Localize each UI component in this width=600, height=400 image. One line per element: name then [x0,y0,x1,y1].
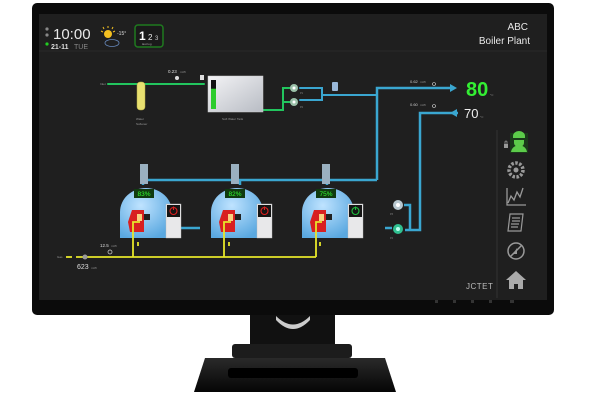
makeup-pump-2[interactable] [290,98,298,106]
return-flow-unit: m³/h [420,103,426,107]
operator-icon [511,131,527,152]
log-digit: 3 [155,36,159,42]
sidebar-item-operator[interactable] [510,131,528,153]
return-arrow-icon [450,109,457,117]
softener-label: Water [136,117,144,121]
softener-label: Softener [136,122,147,126]
home-icon [506,271,526,289]
boiler-load: 75% [319,191,332,198]
flow-meter-icon [175,76,179,80]
date-weekday: TUE [74,44,88,51]
lock-icon [504,140,508,148]
sidebar-item-settings[interactable] [507,161,525,179]
chimney [322,164,330,184]
chart-icon [506,187,526,206]
supply-unit: °C [490,93,494,97]
tank-level-bar [211,88,216,109]
soft-water-tank [207,75,264,113]
log-digit: 1 [139,29,146,43]
outdoor-temperature: -15° [117,31,126,37]
plant-name: ABC [507,22,528,33]
supply-flow-unit: m³/h [420,80,426,84]
gas-flow-unit: m³/h [111,244,117,248]
water-flow-value: 0.23 [168,69,177,74]
circulation-pump-2[interactable] [393,224,403,234]
makeup-pump-1[interactable] [290,84,298,92]
circulation-pump-1[interactable] [393,200,403,210]
gas-label: Gas [57,255,63,259]
bezel-buttons[interactable] [435,300,514,303]
gear-icon [507,161,525,179]
sidebar-item-trends[interactable] [506,187,526,206]
gas-total: 623 [77,264,89,271]
sidebar-item-alarms[interactable] [507,242,525,260]
log-digit: 2 [148,33,153,42]
inlet-label: Inlet [100,82,106,86]
pump-label: P4 [390,237,394,240]
gas-meter-icon [82,254,88,260]
water-softener [136,81,146,111]
boiler-load: 83% [137,191,150,198]
supply-arrow-icon [450,84,457,92]
pump-label: P3 [390,213,394,216]
power-button[interactable] [258,205,271,217]
chimney [231,164,239,184]
expansion-vessel [332,82,338,91]
pump-label: P1 [300,92,304,95]
partly-sunny-icon [100,26,120,47]
status-dots [45,27,49,46]
gas-total-unit: m³/h [91,266,97,270]
supply-flow: 0.62 [410,79,419,84]
supply-meter-icon [432,82,436,86]
gas-flow-meter-icon [107,249,113,255]
alarm-off-icon [507,242,525,260]
log-label: last log [142,42,152,46]
boiler-load: 82% [228,191,241,198]
valve-icon[interactable] [200,75,204,80]
boiler-load-display [316,189,336,198]
hot-water-pipes [141,86,458,232]
return-temperature: 70 [464,106,478,121]
boiler-load-display [134,189,154,198]
power-button[interactable] [349,205,362,217]
plant-title: Boiler Plant [479,36,530,47]
soft-water-pipes [107,83,378,111]
sidebar-item-reports[interactable] [507,213,524,232]
power-button[interactable] [167,205,180,217]
boiler-load-display [225,189,245,198]
pump-label: P2 [300,106,304,109]
clock-time: 10:00 [53,26,91,43]
supply-temperature: 80 [466,79,488,101]
screen [39,14,547,300]
gas-flow: 12.5 [100,243,109,248]
return-unit: °C [480,115,484,119]
tank-label: Soft Water Tank [222,117,244,121]
return-meter-icon [432,104,436,108]
sidebar-item-home[interactable] [506,271,526,289]
brand-logo: JCTET [466,282,493,291]
monitor-stand [194,310,396,392]
report-icon [507,213,524,232]
return-flow: 0.60 [410,102,419,107]
water-flow-unit: m³/h [180,70,186,74]
boiler-3[interactable]: 75% [302,164,364,239]
chimney [140,164,148,184]
gas-pipes [66,221,322,258]
log-counter-button[interactable]: 1 2 3 last log [134,24,164,48]
date-day: 21-11 [51,44,69,51]
